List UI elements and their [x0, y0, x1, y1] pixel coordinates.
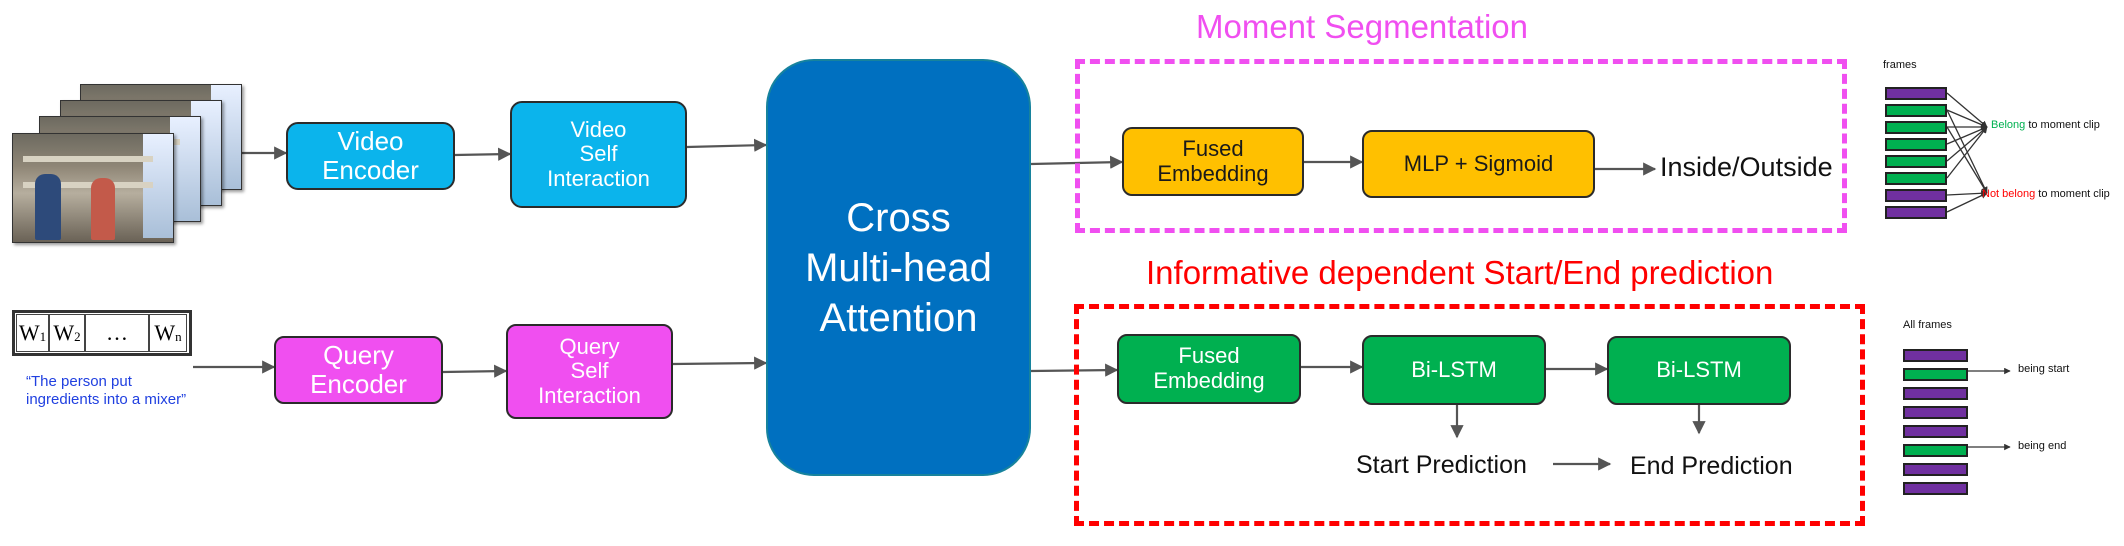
frame-bar: [1885, 138, 1947, 151]
frame-bar: [1903, 387, 1968, 400]
inside-outside-output: Inside/Outside: [1660, 152, 1833, 182]
query-caption: “The person put ingredients into a mixer…: [26, 373, 187, 408]
frames-legend-title: frames: [1883, 59, 1917, 71]
frame-bar: [1885, 121, 1947, 134]
frame-bar: [1885, 104, 1947, 117]
arrow-video-encoder-to-self-interaction: [454, 147, 512, 161]
frame-bar: [1885, 189, 1947, 202]
seg-mlp-sigmoid-box: MLP + Sigmoid: [1362, 130, 1595, 198]
pred-bilstm-box-1: Bi-LSTM: [1362, 335, 1546, 405]
pred-fused-embedding-box: Fused Embedding: [1117, 334, 1301, 404]
frame-bar: [1885, 155, 1947, 168]
frame-bar: [1903, 425, 1968, 438]
frame-bar: [1903, 349, 1968, 362]
frame-bar: [1903, 406, 1968, 419]
being-end-label: being end: [2018, 440, 2067, 452]
video-frame-thumbnail: [12, 133, 174, 243]
query-self-interaction-box: Query Self Interaction: [506, 324, 673, 419]
belong-word: Belong: [1991, 119, 2026, 131]
start-end-prediction-frame: [1074, 304, 1865, 526]
video-encoder-box: Video Encoder: [286, 122, 455, 190]
belong-label: Belong to moment clip: [1991, 119, 2100, 131]
frame-bar: [1885, 206, 1947, 219]
not-belong-label: Not belong to moment clip: [1982, 188, 2110, 200]
arrow-video-self-to-attention: [686, 138, 768, 152]
video-self-interaction-box: Video Self Interaction: [510, 101, 687, 208]
frame-bar: [1903, 463, 1968, 476]
cross-multi-head-attention-box: Cross Multi-head Attention: [766, 59, 1031, 476]
query-token-ellipsis: …: [85, 314, 149, 352]
query-encoder-box: Query Encoder: [274, 336, 443, 404]
query-token-strip: [12, 310, 192, 356]
frame-bar: [1903, 368, 1968, 381]
start-prediction-output: Start Prediction: [1356, 451, 1527, 479]
pred-bilstm-box-2: Bi-LSTM: [1607, 336, 1791, 405]
moment-segmentation-title: Moment Segmentation: [1196, 8, 1529, 45]
frame-bar: [1903, 482, 1968, 495]
not-belong-word: Not belong: [1982, 188, 2036, 200]
seg-fused-embedding-box: Fused Embedding: [1122, 127, 1304, 196]
moment-segmentation-frame: [1075, 59, 1847, 233]
start-end-prediction-title: Informative dependent Start/End predicti…: [1146, 254, 1774, 291]
frame-bar: [1885, 87, 1947, 100]
arrow-query-self-to-attention: [672, 356, 768, 370]
end-prediction-output: End Prediction: [1630, 452, 1793, 480]
frame-bar: [1903, 444, 1968, 457]
being-start-label: being start: [2018, 363, 2070, 375]
all-frames-legend-title: All frames: [1903, 319, 1952, 331]
arrow-query-encoder-to-self-interaction: [442, 364, 508, 378]
frame-bar: [1885, 172, 1947, 185]
